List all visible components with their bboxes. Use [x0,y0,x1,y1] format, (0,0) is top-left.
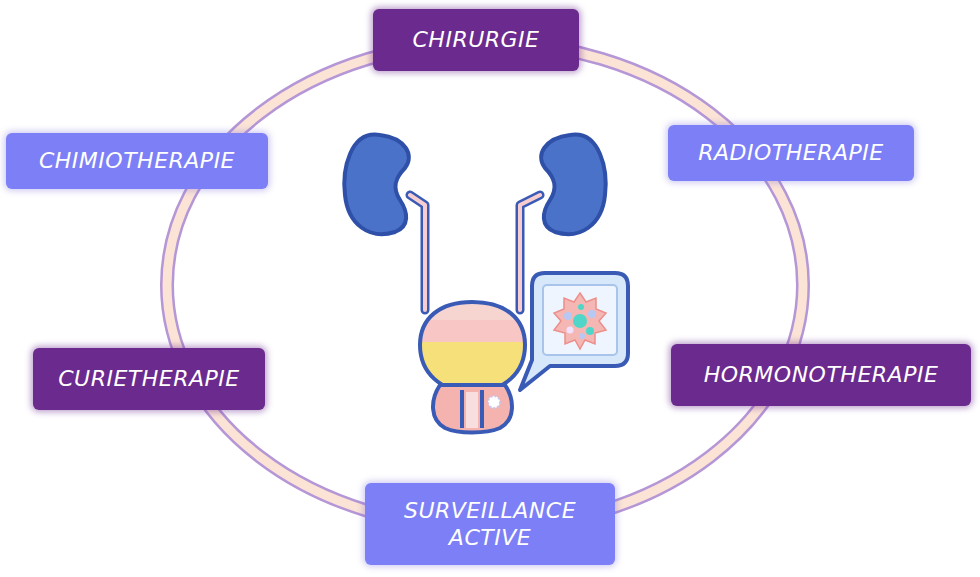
treatment-label: SURVEILLANCE ACTIVE [390,497,590,552]
treatment-box: CURIETHERAPIE [33,348,265,410]
treatment-label: CHIRURGIE [412,26,539,54]
ring-fill [167,42,803,528]
bladder [415,300,530,397]
kidney-left [344,135,408,235]
treatment-box: RADIOTHERAPIE [668,125,914,181]
treatment-box: CHIRURGIE [373,9,579,71]
tumor [488,396,500,408]
treatment-label: RADIOTHERAPIE [698,139,883,167]
prostate [433,385,512,433]
ring-outline [167,42,803,528]
callout-bubble [520,273,628,390]
ureters [410,195,540,310]
treatment-box: SURVEILLANCE ACTIVE [365,483,615,565]
treatment-label: HORMONOTHERAPIE [704,361,939,389]
treatment-box: HORMONOTHERAPIE [671,344,971,406]
treatment-label: CURIETHERAPIE [58,365,240,393]
kidney-right [541,135,605,235]
treatment-box: CHIMIOTHERAPIE [6,133,268,189]
treatment-label: CHIMIOTHERAPIE [39,147,235,175]
